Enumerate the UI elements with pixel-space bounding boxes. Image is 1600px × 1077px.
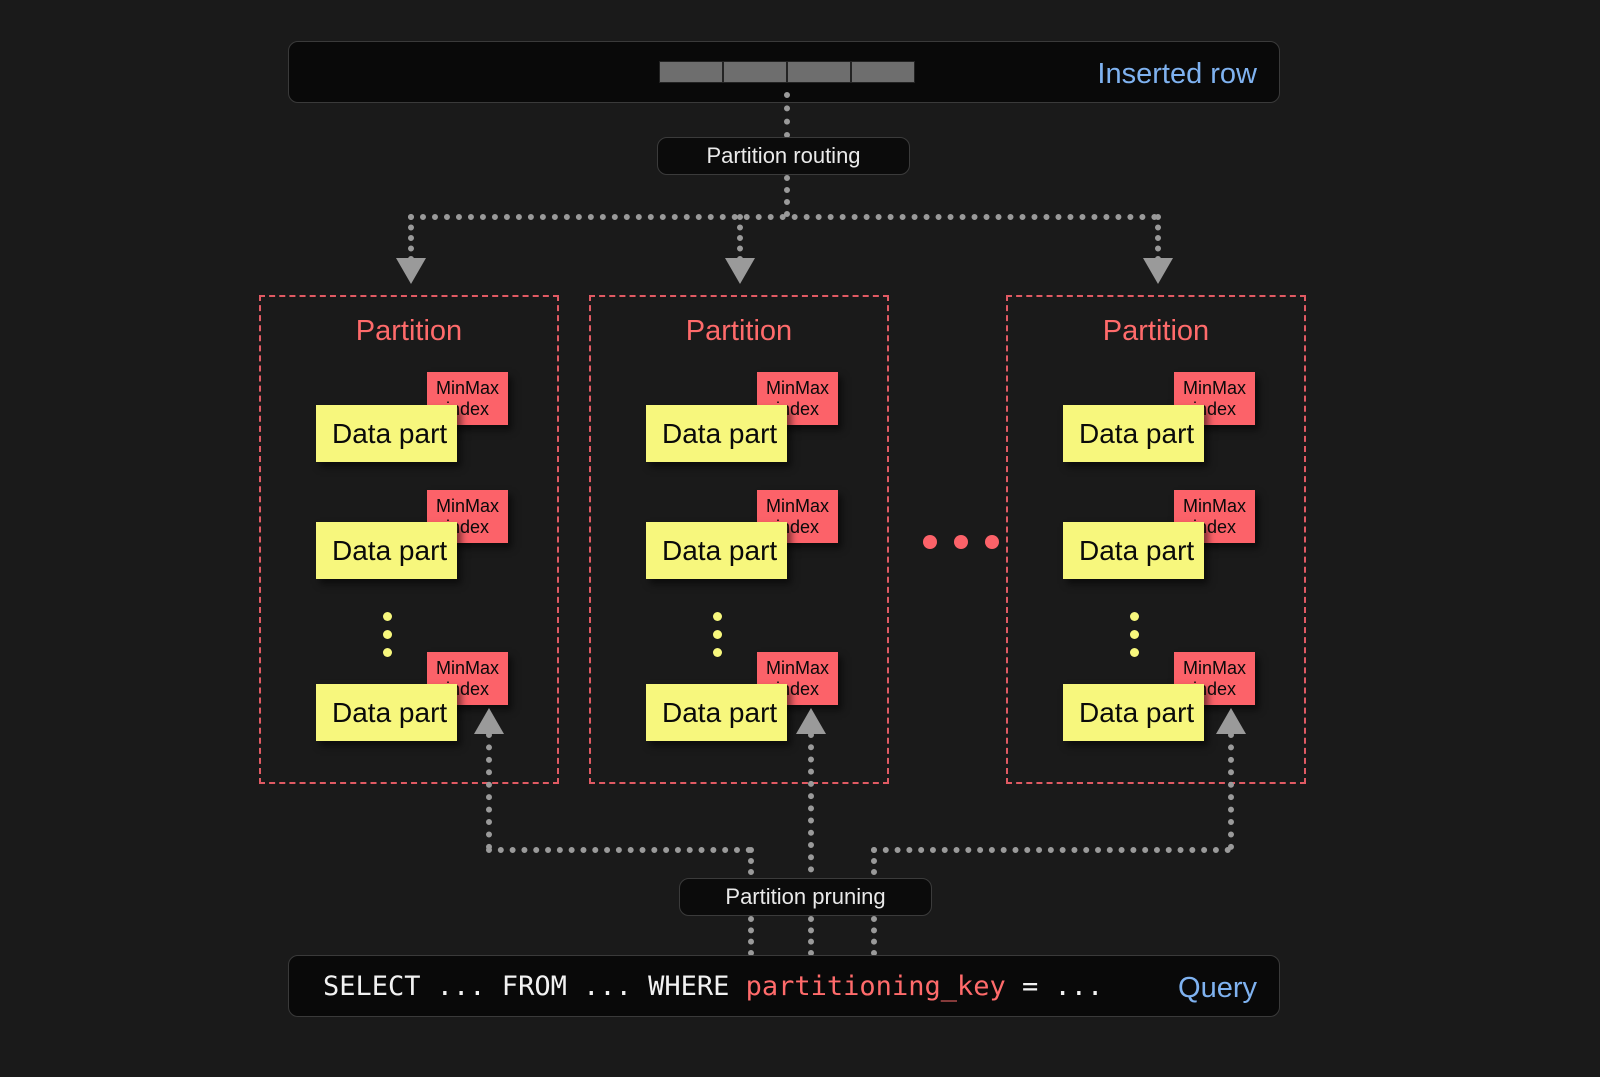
query-suffix: = ...: [1005, 971, 1104, 1002]
query-bar: SELECT ... FROM ... WHERE partitioning_k…: [288, 955, 1280, 1017]
partition-box-1: Partition MinMax index Data part MinMax …: [259, 295, 559, 784]
data-part-1-2: Data part: [316, 522, 457, 579]
partitions-ellipsis: [923, 535, 999, 549]
connector-pruning-h-1: [486, 847, 752, 853]
data-part-2-2: Data part: [646, 522, 787, 579]
parts-ellipsis-2: [713, 612, 722, 657]
connector-row-to-routing: [784, 92, 790, 138]
parts-ellipsis-3: [1130, 612, 1139, 657]
data-part-label: Data part: [1079, 534, 1195, 566]
minmax-line1: MinMax: [1182, 657, 1246, 678]
arrow-down-partition-1: [396, 258, 426, 284]
minmax-line1: MinMax: [435, 657, 499, 678]
connector-drop-partition-2: [737, 214, 743, 262]
arrow-up-partition-1: [474, 708, 504, 734]
connector-routing-down: [784, 175, 790, 217]
minmax-line1: MinMax: [435, 495, 499, 516]
ellipsis-dot: [923, 535, 937, 549]
data-part-label: Data part: [662, 534, 778, 566]
data-part-2-1: Data part: [646, 405, 787, 462]
query-partitioning-key: partitioning_key: [745, 971, 1006, 1002]
row-cell: [723, 61, 787, 83]
partition-title: Partition: [1102, 315, 1210, 347]
query-label: Query: [1178, 972, 1257, 1004]
connector-pruning-down-1: [748, 847, 754, 897]
partition-title: Partition: [355, 315, 463, 347]
connector-pruning-up-3: [1228, 732, 1234, 850]
inserted-row-cells: [659, 61, 915, 83]
minmax-index-3-3: MinMax index: [1174, 652, 1255, 705]
ellipsis-dot: [1130, 648, 1139, 657]
connector-drop-partition-1: [408, 214, 414, 262]
partition-box-3: Partition MinMax index Data part MinMax …: [1006, 295, 1306, 784]
ellipsis-dot: [713, 648, 722, 657]
connector-pruning-down-3: [871, 847, 877, 897]
data-part-label: Data part: [662, 417, 778, 449]
ellipsis-dot: [383, 630, 392, 639]
data-part-1-1: Data part: [316, 405, 457, 462]
connector-drop-partition-3: [1155, 214, 1161, 262]
ellipsis-dot: [713, 630, 722, 639]
data-part-label: Data part: [662, 696, 778, 728]
partition-pruning-box: Partition pruning: [679, 878, 932, 916]
connector-pruning-up-2: [808, 732, 814, 897]
ellipsis-dot: [985, 535, 999, 549]
row-cell: [659, 61, 723, 83]
minmax-line1: MinMax: [765, 657, 829, 678]
arrow-up-partition-2: [796, 708, 826, 734]
minmax-line1: MinMax: [1182, 495, 1246, 516]
inserted-row-label: Inserted row: [1097, 58, 1257, 90]
connector-pruning-up-1: [486, 732, 492, 850]
data-part-2-3: Data part: [646, 684, 787, 741]
data-part-3-2: Data part: [1063, 522, 1204, 579]
arrow-up-partition-3: [1216, 708, 1246, 734]
row-cell: [787, 61, 851, 83]
connector-pruning-to-query-1: [748, 916, 754, 956]
minmax-line1: MinMax: [765, 495, 829, 516]
minmax-line1: MinMax: [1182, 377, 1246, 398]
partition-routing-label: Partition routing: [706, 143, 861, 168]
ellipsis-dot: [954, 535, 968, 549]
connector-pruning-h-3: [871, 847, 1231, 853]
arrow-down-partition-3: [1143, 258, 1173, 284]
data-part-label: Data part: [1079, 696, 1195, 728]
minmax-line1: MinMax: [435, 377, 499, 398]
partition-routing-box: Partition routing: [657, 137, 910, 175]
data-part-label: Data part: [1079, 417, 1195, 449]
data-part-label: Data part: [332, 696, 448, 728]
data-part-3-1: Data part: [1063, 405, 1204, 462]
ellipsis-dot: [713, 612, 722, 621]
parts-ellipsis-1: [383, 612, 392, 657]
connector-pruning-to-query-3: [871, 916, 877, 956]
data-part-label: Data part: [332, 534, 448, 566]
row-cell: [851, 61, 915, 83]
ellipsis-dot: [383, 612, 392, 621]
query-prefix: SELECT ... FROM ... WHERE: [323, 971, 746, 1002]
query-statement: SELECT ... FROM ... WHERE partitioning_k…: [323, 971, 1103, 1002]
ellipsis-dot: [1130, 612, 1139, 621]
partition-box-2: Partition MinMax index Data part MinMax …: [589, 295, 889, 784]
data-part-label: Data part: [332, 417, 448, 449]
data-part-3-3: Data part: [1063, 684, 1204, 741]
connector-pruning-to-query-2: [808, 916, 814, 956]
partition-pruning-label: Partition pruning: [725, 884, 886, 909]
connector-routing-bus: [408, 214, 1158, 220]
arrow-down-partition-2: [725, 258, 755, 284]
partition-title: Partition: [685, 315, 793, 347]
ellipsis-dot: [1130, 630, 1139, 639]
data-part-1-3: Data part: [316, 684, 457, 741]
minmax-line1: MinMax: [765, 377, 829, 398]
ellipsis-dot: [383, 648, 392, 657]
